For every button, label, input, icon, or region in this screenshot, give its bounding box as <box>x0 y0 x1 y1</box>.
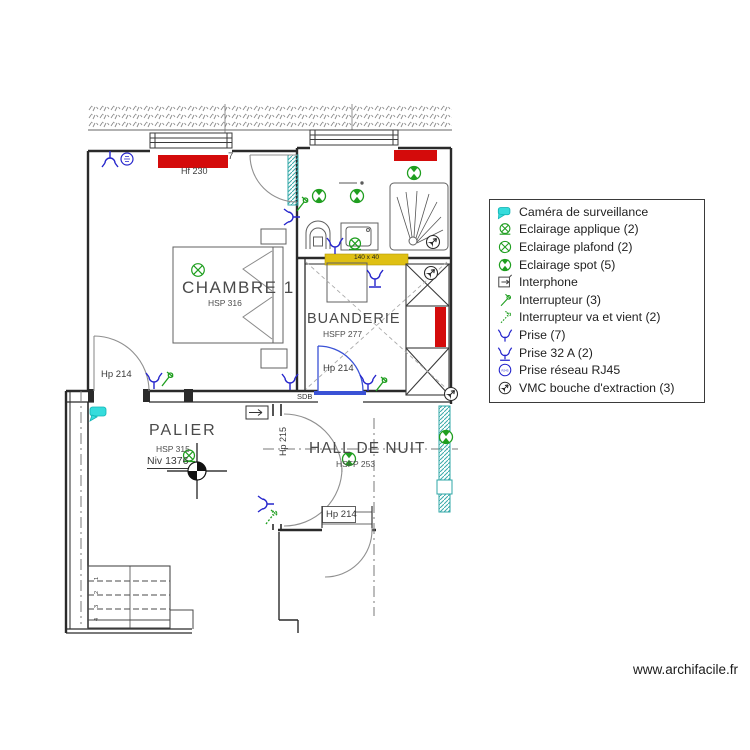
buanderie-diagonals <box>305 261 448 390</box>
two-way-switch-icon <box>496 309 513 325</box>
legend-item: Prise 32 A (2) <box>496 344 699 362</box>
room-name-hall: HALL DE NUIT <box>309 440 426 457</box>
door-label-chambre: Hp 214 <box>101 369 132 380</box>
stairs: 1 2 3 4 <box>87 565 194 629</box>
camera-symbol <box>89 406 107 422</box>
legend-label: Eclairage plafond (2) <box>519 239 633 254</box>
legend-item: Eclairage spot (5) <box>496 256 699 274</box>
legend-label: Prise (7) <box>519 327 566 342</box>
legend-item: VMC bouche d'extraction (3) <box>496 379 699 397</box>
blue-door-buanderie <box>314 345 366 395</box>
axis-lines <box>80 391 458 624</box>
vmc-icon <box>496 380 513 396</box>
room-name-buanderie: BUANDERIE <box>307 311 401 327</box>
room-ceiling-palier: HSP 315 <box>156 444 190 454</box>
duct-label: 140 x 40 <box>354 254 379 261</box>
legend-item: Eclairage plafond (2) <box>496 238 699 256</box>
room-ceiling-chambre: HSP 316 <box>208 298 242 308</box>
rj45-icon: RJ45 <box>496 362 513 378</box>
legend-label: VMC bouche d'extraction (3) <box>519 380 675 395</box>
outlet-32a-icon <box>496 345 513 361</box>
wall-light-icon <box>496 221 513 237</box>
room-name-chambre: CHAMBRE 1 <box>182 278 295 297</box>
spot-light-icon <box>496 257 513 273</box>
room-ceiling-buanderie: HSFP 277 <box>323 329 363 339</box>
stair-number: 1 <box>94 577 100 580</box>
legend-label: Caméra de surveillance <box>519 204 649 219</box>
intercom-icon <box>496 274 513 290</box>
legend-label: Eclairage spot (5) <box>519 257 616 272</box>
legend-item: Eclairage applique (2) <box>496 221 699 239</box>
legend-item: Interrupteur va et vient (2) <box>496 309 699 327</box>
legend-item: Interrupteur (3) <box>496 291 699 309</box>
room-abbr-sdb: SDB <box>296 392 314 401</box>
watermark: www.archifacile.fr <box>632 662 738 677</box>
closet-red-highlight <box>435 307 446 347</box>
legend-item: Caméra de surveillance <box>496 203 699 221</box>
legend-label: Prise 32 A (2) <box>519 345 593 360</box>
window-label-hall: Hp 214 <box>326 509 357 520</box>
legend-item: Prise (7) <box>496 326 699 344</box>
doors <box>93 154 373 578</box>
window-height-label: Hf 230 <box>181 166 208 176</box>
hall-window <box>321 506 373 528</box>
legend-item: RJ45 Prise réseau RJ45 <box>496 361 699 379</box>
room-name-palier: PALIER <box>149 422 217 439</box>
interphone-symbol <box>245 405 269 420</box>
svg-text:RJ45: RJ45 <box>501 368 508 372</box>
stair-number: 4 <box>94 618 100 621</box>
legend-label: Interrupteur (3) <box>519 292 602 307</box>
door-label-buanderie: Hp 214 <box>323 363 354 374</box>
windows <box>149 129 399 149</box>
level-marker <box>167 443 227 499</box>
walls <box>64 146 453 634</box>
camera-icon <box>496 204 513 220</box>
legend-label: Prise réseau RJ45 <box>519 363 621 378</box>
legend-label: Interrupteur va et vient (2) <box>519 310 661 325</box>
legend-item: Interphone <box>496 273 699 291</box>
exterior-ground-hatch <box>88 104 452 133</box>
ceiling-light-icon <box>496 239 513 255</box>
red-wall-highlights <box>158 150 446 347</box>
window-label-fragment: 7 <box>228 151 234 162</box>
outlet-icon <box>496 327 513 343</box>
stair-number: 3 <box>94 605 100 608</box>
switch-icon <box>496 292 513 308</box>
room-ceiling-hall: HSFP 253 <box>336 459 376 469</box>
level-label: Niv 1376 <box>147 455 189 469</box>
legend-label: Eclairage applique (2) <box>519 222 639 237</box>
door-label-palier: Hp 215 <box>278 426 288 456</box>
legend-label: Interphone <box>519 275 578 290</box>
legend-box: Caméra de surveillance Eclairage appliqu… <box>489 199 705 403</box>
stair-number: 2 <box>94 591 100 594</box>
